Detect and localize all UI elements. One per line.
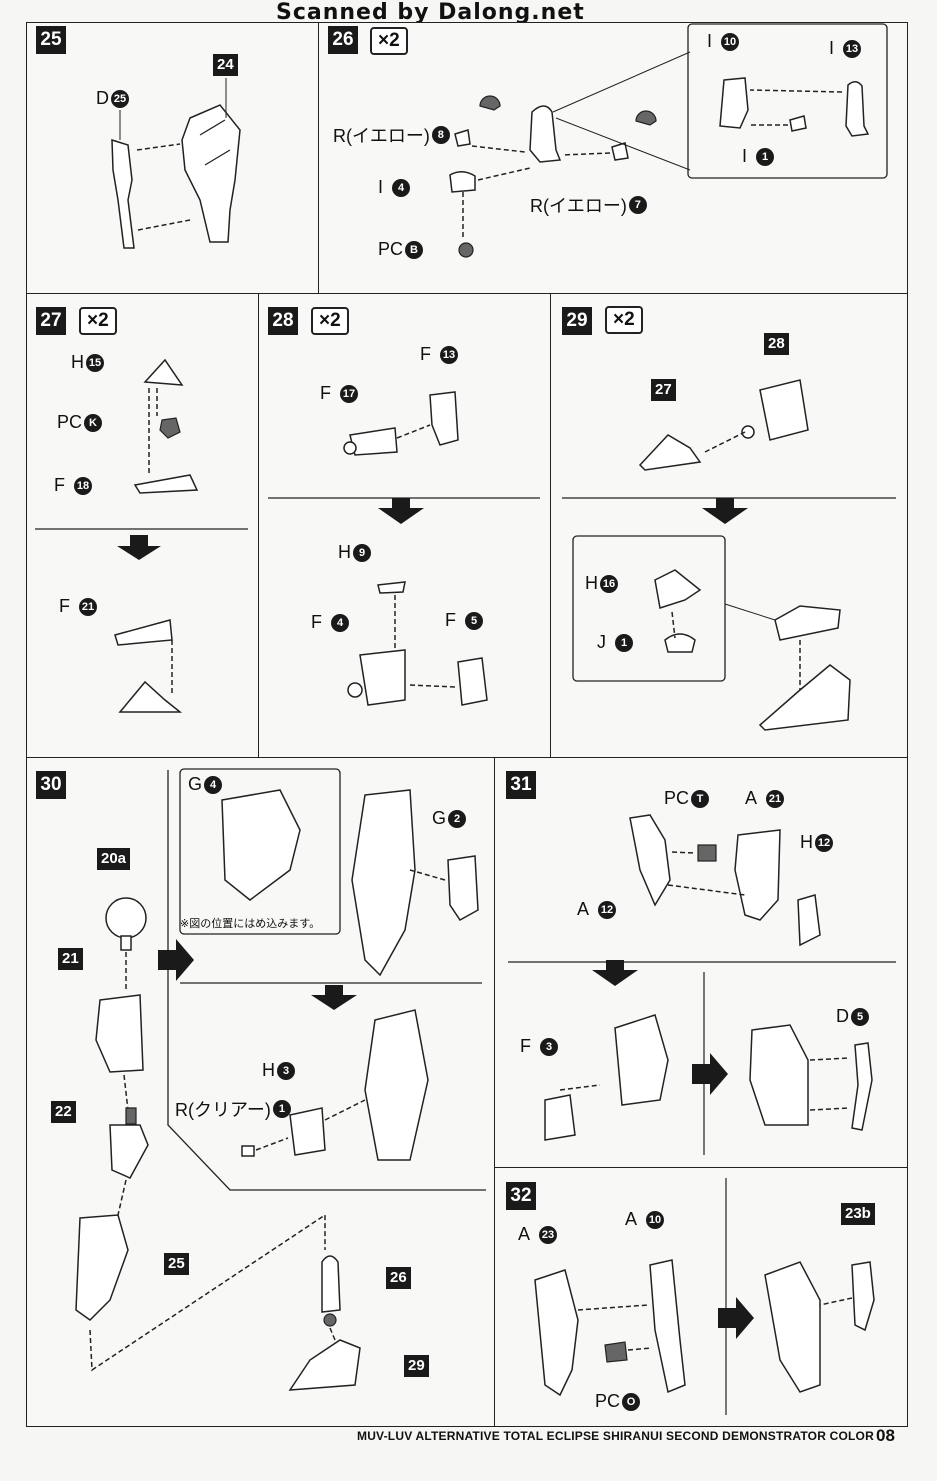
step-number: 28 bbox=[268, 307, 298, 335]
page-number: 08 bbox=[876, 1426, 895, 1445]
part-label-f18: F 18 bbox=[54, 475, 93, 496]
multiplier-badge: ×2 bbox=[79, 307, 117, 335]
part-label-a12: A 12 bbox=[577, 899, 617, 920]
part-label-i1: I 1 bbox=[742, 146, 775, 167]
multiplier-badge: ×2 bbox=[370, 27, 408, 55]
step-number: 29 bbox=[562, 307, 592, 335]
part-label-a21: A 21 bbox=[745, 788, 785, 809]
part-label-f13: F 13 bbox=[420, 344, 459, 365]
part-number-29: 29 bbox=[404, 1355, 429, 1377]
part-number-20a: 20a bbox=[97, 848, 131, 870]
step-number: 26 bbox=[328, 26, 358, 54]
insertion-note: ※図の位置にはめ込みます。 bbox=[180, 918, 321, 930]
part-label-i10: I 10 bbox=[707, 31, 740, 52]
step-number: 27 bbox=[36, 307, 66, 335]
part-label-r8: R(イエロー)8 bbox=[333, 122, 450, 148]
part-label-a23: A 23 bbox=[518, 1224, 558, 1245]
step-number: 30 bbox=[36, 771, 66, 799]
multiplier-badge: ×2 bbox=[311, 307, 349, 335]
part-number-25: 25 bbox=[164, 1253, 189, 1275]
step-27-panel bbox=[26, 293, 259, 758]
step-number: 32 bbox=[506, 1182, 536, 1210]
part-number-22: 22 bbox=[51, 1101, 76, 1123]
part-number-23b: 23b bbox=[841, 1203, 875, 1225]
part-number-27: 27 bbox=[651, 379, 676, 401]
part-label-a10: A 10 bbox=[625, 1209, 665, 1230]
part-label-f17: F 17 bbox=[320, 383, 359, 404]
part-number-28: 28 bbox=[764, 333, 789, 355]
part-label-i4: I 4 bbox=[378, 177, 411, 198]
part-label-f5: F 5 bbox=[445, 610, 484, 631]
part-label-f21: F 21 bbox=[59, 596, 98, 617]
part-label-i13: I 13 bbox=[829, 38, 862, 59]
part-label-r7: R(イエロー)7 bbox=[530, 192, 647, 218]
part-number-26: 26 bbox=[386, 1267, 411, 1289]
step-number: 31 bbox=[506, 771, 536, 799]
part-label-f4: F 4 bbox=[311, 612, 350, 633]
scanner-watermark: Scanned by Dalong.net bbox=[276, 0, 585, 25]
part-number-21: 21 bbox=[58, 948, 83, 970]
part-label-j1: J 1 bbox=[597, 632, 634, 653]
part-label-f3: F 3 bbox=[520, 1036, 559, 1057]
step-25-panel bbox=[26, 22, 319, 294]
part-label-r1-clear: R(クリアー)1 bbox=[175, 1096, 291, 1122]
step-number: 25 bbox=[36, 26, 66, 54]
part-number-24: 24 bbox=[213, 54, 238, 76]
footer-title: MUV-LUV ALTERNATIVE TOTAL ECLIPSE SHIRAN… bbox=[357, 1429, 874, 1443]
multiplier-badge: ×2 bbox=[605, 306, 643, 334]
